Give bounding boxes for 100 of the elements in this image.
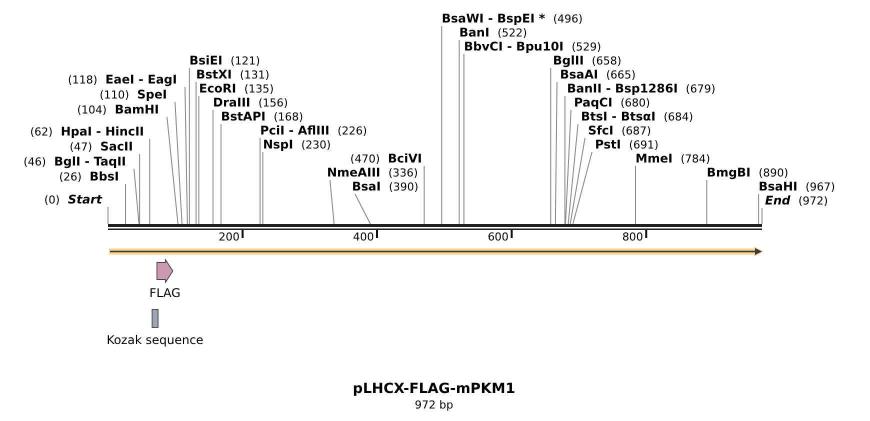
leader-line (174, 102, 182, 224)
enzyme-name: BglII (553, 54, 584, 68)
site-position: (665) (606, 68, 636, 82)
site-position: (156) (258, 96, 288, 110)
tick-label: 600 (488, 230, 509, 244)
site-position: (496) (553, 12, 583, 26)
enzyme-name: BsaAI (560, 68, 598, 82)
enzyme-name: SpeI (137, 88, 167, 102)
leader-line (196, 82, 197, 224)
site-position: (168) (274, 110, 304, 124)
enzyme-name: BanI (459, 26, 490, 40)
site-position: (784) (680, 152, 710, 166)
leader-line (139, 154, 140, 224)
leader-line (564, 96, 566, 224)
leader-line (572, 152, 592, 224)
leader-line (635, 166, 636, 224)
enzyme-name: BtsI - BtsαI (581, 110, 656, 124)
enzyme-name: BbvCI - Bpu10I (464, 40, 564, 54)
enzyme-name: SacII (100, 140, 133, 154)
leader-line (220, 124, 222, 224)
sequence-length: 972 bp (414, 398, 454, 412)
site-position: (679) (686, 82, 716, 96)
site-position: (658) (592, 54, 622, 68)
enzyme-name: PstI (595, 138, 621, 152)
leader-line (166, 116, 178, 224)
leader-line (134, 168, 140, 224)
site-position: (46) (24, 156, 46, 168)
enzyme-name: BciVI (388, 152, 422, 166)
site-position: (470) (350, 152, 380, 166)
leader-line (198, 96, 200, 224)
leader-line (570, 138, 586, 224)
site-position: (104) (77, 104, 107, 116)
site-position: (230) (301, 138, 331, 152)
enzyme-name: BsaHI (758, 180, 798, 194)
leader-line (330, 180, 335, 224)
enzyme-name: PaqCI (574, 96, 612, 110)
enzyme-name: EaeI - EagI (105, 74, 177, 86)
leader-line (463, 54, 464, 224)
site-position: (131) (240, 68, 270, 82)
leader-line (149, 138, 150, 224)
tick-label: 400 (353, 230, 374, 244)
enzyme-name: BsaI (352, 180, 381, 194)
leader-line (554, 82, 558, 224)
leader-line (354, 194, 371, 224)
site-position: (110) (100, 88, 130, 102)
leader-line (188, 68, 190, 224)
leader-line (125, 184, 126, 224)
site-position: (336) (388, 166, 418, 180)
enzyme-name: PciI - AflIII (260, 124, 330, 138)
site-position: (967) (806, 180, 836, 194)
leader-line (706, 180, 708, 224)
leader-line (550, 68, 552, 224)
site-position: (680) (620, 96, 650, 110)
diagram-title: pLHCX-FLAG-mPKM1 (352, 381, 516, 397)
site-position: (226) (338, 124, 368, 138)
site-position: (684) (664, 110, 694, 124)
leader-line (184, 86, 188, 224)
enzyme-name: DraIII (213, 96, 250, 110)
enzyme-name: MmeI (636, 152, 673, 166)
terminus-label: Start (68, 194, 102, 206)
site-position: (62) (30, 126, 53, 138)
site-position: (972) (798, 194, 828, 208)
leader-line (458, 40, 460, 224)
dna-backbone (108, 224, 762, 230)
site-position: (522) (497, 26, 528, 40)
site-position: (26) (59, 170, 82, 184)
enzyme-name: BanII - Bsp1286I (567, 82, 678, 96)
enzyme-name: BsaWI - BspEI * (442, 12, 546, 26)
site-position: (691) (628, 138, 659, 152)
enzyme-name: BamHI (114, 104, 159, 116)
site-position: (529) (572, 40, 602, 54)
leader-line (441, 26, 442, 224)
site-position: (121) (230, 54, 260, 68)
enzyme-name: BglI - TaqII (54, 156, 126, 168)
leader-line (565, 110, 572, 224)
site-position: (687) (621, 124, 652, 138)
site-position: (890) (758, 166, 788, 180)
site-position: (47) (70, 140, 92, 154)
site-position: (0) (44, 194, 60, 206)
enzyme-name: SfcI (588, 124, 614, 138)
site-position: (118) (68, 74, 98, 86)
leader-line (758, 194, 760, 224)
feature-label: FLAG (149, 286, 181, 300)
enzyme-name: EcoRI (199, 82, 236, 96)
enzyme-name: NmeAIII (327, 166, 380, 180)
tick-label: 200 (218, 230, 240, 244)
leader-line (212, 110, 214, 224)
site-position: (135) (244, 82, 274, 96)
enzyme-name: BbsI (90, 170, 119, 184)
leader-line (262, 152, 264, 224)
enzyme-name: HpaI - HincII (60, 126, 144, 138)
leader-line (568, 124, 578, 224)
feature-label: Kozak sequence (106, 333, 204, 347)
leader-line (260, 138, 261, 224)
feature-band (108, 246, 764, 257)
enzyme-name: NspI (263, 138, 294, 152)
tick-label: 800 (622, 230, 644, 244)
enzyme-name: BstXI (196, 68, 232, 82)
leader-line (424, 166, 425, 224)
enzyme-name: BsiEI (189, 54, 222, 68)
